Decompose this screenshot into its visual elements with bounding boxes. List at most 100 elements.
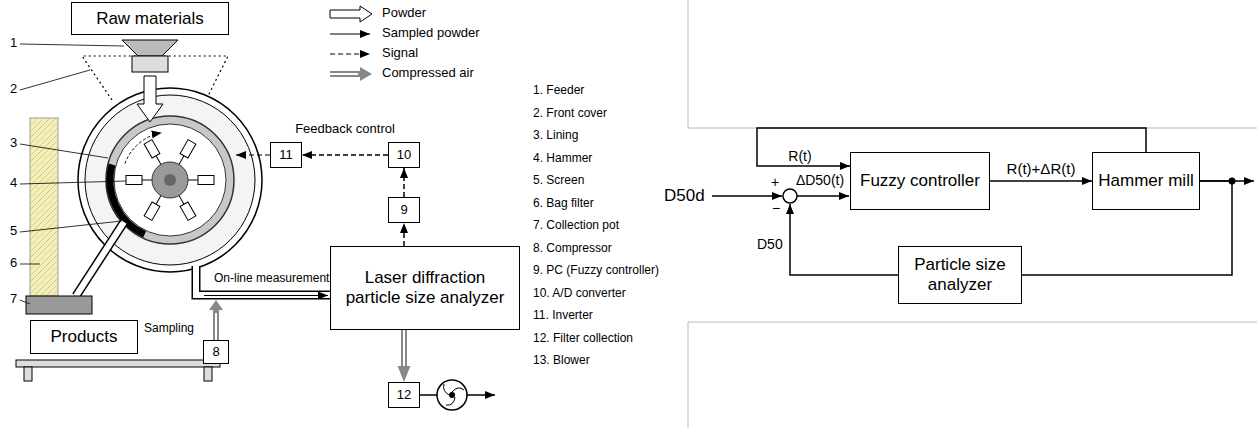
collection-pot <box>26 296 92 314</box>
node-text: 9 <box>400 203 407 218</box>
rotor <box>125 133 162 164</box>
node-text: Laser diffraction particle size analyzer <box>335 268 515 307</box>
parts-list-item: 7. Collection pot <box>533 219 619 233</box>
signal-name: D50 <box>757 236 783 252</box>
rotor <box>156 196 161 205</box>
rotor <box>175 140 196 167</box>
sampling-tube <box>196 266 330 295</box>
sign-mark: + <box>771 174 779 190</box>
parts-list-item: 8. Compressor <box>533 242 612 256</box>
compressed-air-arrow <box>215 313 217 340</box>
legend-text: Powder <box>382 6 426 21</box>
blower <box>444 384 464 405</box>
panel-frame <box>688 322 1257 428</box>
rotor <box>156 156 161 165</box>
rotor <box>144 202 160 220</box>
rotor <box>188 176 214 185</box>
flow-label: Sampling <box>144 322 194 336</box>
discharge-chute <box>76 222 124 296</box>
screen <box>110 165 145 235</box>
rotor <box>180 202 196 220</box>
panel-frame <box>688 0 1257 428</box>
connector-line <box>403 330 405 368</box>
node-text: 12 <box>397 388 411 403</box>
bag-filter <box>30 118 58 296</box>
sensor-block: Particle size analyzer <box>898 246 1022 304</box>
rotor <box>180 140 196 158</box>
legend-samples <box>330 71 362 77</box>
feeder <box>132 56 168 72</box>
node-text: 11 <box>279 148 293 163</box>
rotor <box>179 196 184 205</box>
leader-lines <box>20 44 124 46</box>
connector-label: R(t) <box>786 148 813 164</box>
product-box: Products <box>30 320 138 354</box>
parts-list-item: 4. Hammer <box>533 152 592 166</box>
signal-arrow <box>404 223 405 246</box>
base-frame <box>24 367 32 381</box>
parts-list-item: 11. Inverter <box>533 309 593 323</box>
callout-number: 7 <box>10 292 17 307</box>
rotor <box>179 156 184 165</box>
bag-filter <box>30 118 58 296</box>
discharge-chute <box>76 222 124 296</box>
rotor <box>126 176 152 185</box>
part-number-box: 9 <box>388 197 420 223</box>
parts-list-item: 13. Blower <box>533 354 590 368</box>
screen <box>110 165 145 235</box>
parts-list-item: 1. Feeder <box>533 84 584 98</box>
connector-line <box>403 223 405 246</box>
part-number-box: 10 <box>388 142 420 168</box>
parts-list-item: 5. Screen <box>533 174 584 188</box>
legend-text: Sampled powder <box>382 26 480 41</box>
part-number-box: 8 <box>203 340 229 364</box>
blower <box>467 394 495 396</box>
part-number-box: 12 <box>388 382 420 408</box>
analyzer-box: Laser diffraction particle size analyzer <box>330 246 520 330</box>
node-text: Hammer mill <box>1098 171 1193 191</box>
blower <box>420 380 495 410</box>
connector-line <box>302 154 388 156</box>
arrow-head <box>404 330 405 382</box>
feeder <box>122 40 178 122</box>
parts-list-item: 9. PC (Fuzzy controller) <box>533 264 659 278</box>
signal-arrow <box>404 168 405 197</box>
inverter-signal <box>236 155 270 156</box>
compressed-air-arrow <box>209 300 223 340</box>
rotor <box>125 133 214 221</box>
callout-number: 3 <box>10 136 17 151</box>
callout-number: 1 <box>10 36 17 51</box>
block-diagram-wires <box>797 195 849 197</box>
rotor <box>144 193 165 220</box>
leader-lines <box>20 264 40 265</box>
rotor <box>152 162 188 198</box>
base-frame <box>16 360 220 367</box>
callout-number: 5 <box>10 224 17 239</box>
callout-number: 4 <box>10 176 17 191</box>
legend-samples <box>330 6 372 22</box>
leader-lines <box>20 181 126 184</box>
blower <box>437 380 467 410</box>
sampling-tube <box>196 266 330 295</box>
base-frame <box>204 367 212 381</box>
connectors <box>302 128 1232 382</box>
legend-samples <box>330 73 358 75</box>
material-box: Raw materials <box>71 2 229 35</box>
part-number-box: 11 <box>270 142 302 168</box>
inverter-signal <box>236 154 270 155</box>
panel-frame <box>688 0 1257 128</box>
legend-samples <box>330 53 370 54</box>
feeder <box>122 40 178 56</box>
blower <box>449 392 455 398</box>
connector-line <box>990 180 1092 182</box>
legend-samples <box>360 67 372 81</box>
node-text: 10 <box>397 148 411 163</box>
sampling-tube <box>204 295 328 296</box>
leader-lines <box>20 44 126 304</box>
summing-junction <box>783 189 797 203</box>
legend-text: Compressed air <box>382 66 474 81</box>
